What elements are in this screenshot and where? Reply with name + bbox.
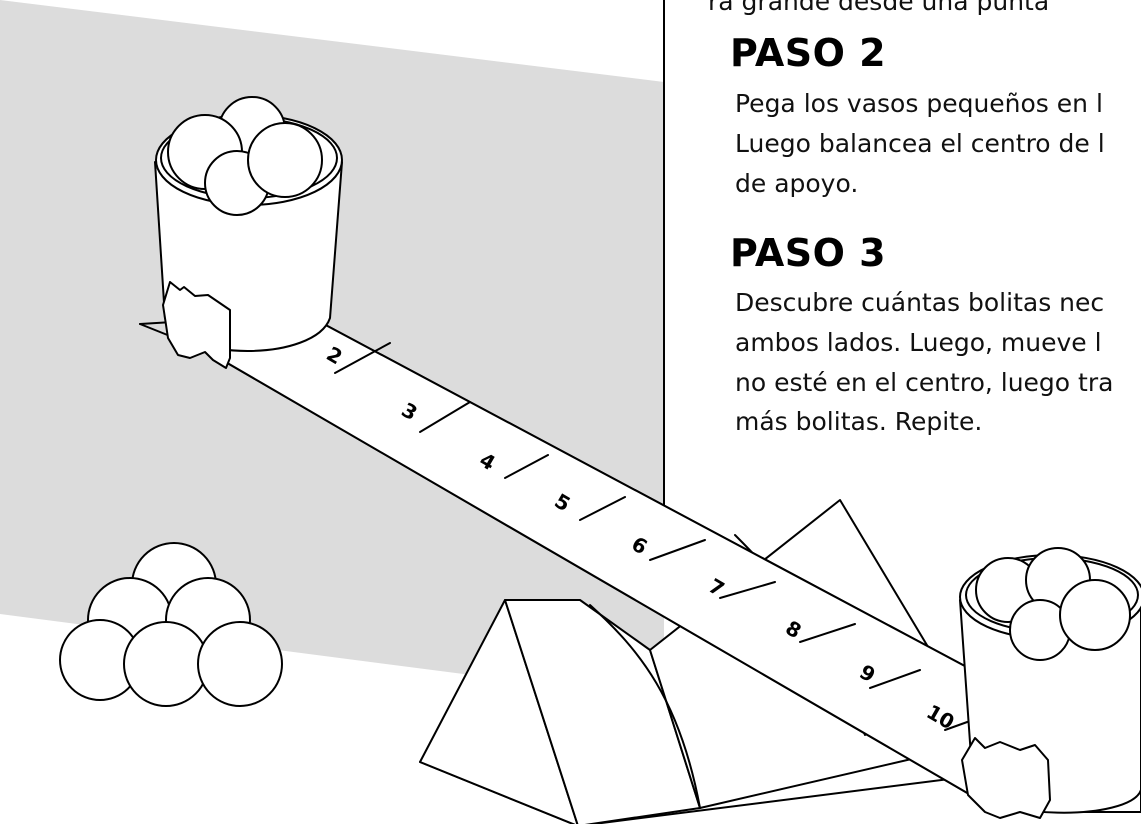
tape-piece <box>961 737 1051 819</box>
step3-line-1: Descubre cuántas bolitas nec <box>735 288 1104 317</box>
right-cup <box>959 547 1141 819</box>
ball-pile <box>59 542 283 707</box>
left-cup <box>154 96 343 369</box>
ball-icon <box>1059 579 1131 651</box>
ball-icon <box>197 621 283 707</box>
step3-line-2: ambos lados. Luego, mueve l <box>735 328 1102 357</box>
step2-line-3: de apoyo. <box>735 169 858 198</box>
cut-text-line: ra grande desde una punta <box>708 0 1049 16</box>
ruler-strip: 2 3 4 5 6 7 8 9 10 <box>139 313 1141 813</box>
ball-icon <box>123 621 209 707</box>
ball-icon <box>247 122 323 198</box>
step2-line-1: Pega los vasos pequeños en l <box>735 89 1103 118</box>
step3-heading: PASO 3 <box>730 231 886 275</box>
step3-line-4: más bolitas. Repite. <box>735 407 982 436</box>
step3-line-3: no esté en el centro, luego tra <box>735 368 1113 397</box>
step2-line-2: Luego balancea el centro de l <box>735 129 1105 158</box>
tape-piece <box>162 281 231 369</box>
step2-heading: PASO 2 <box>730 31 886 75</box>
